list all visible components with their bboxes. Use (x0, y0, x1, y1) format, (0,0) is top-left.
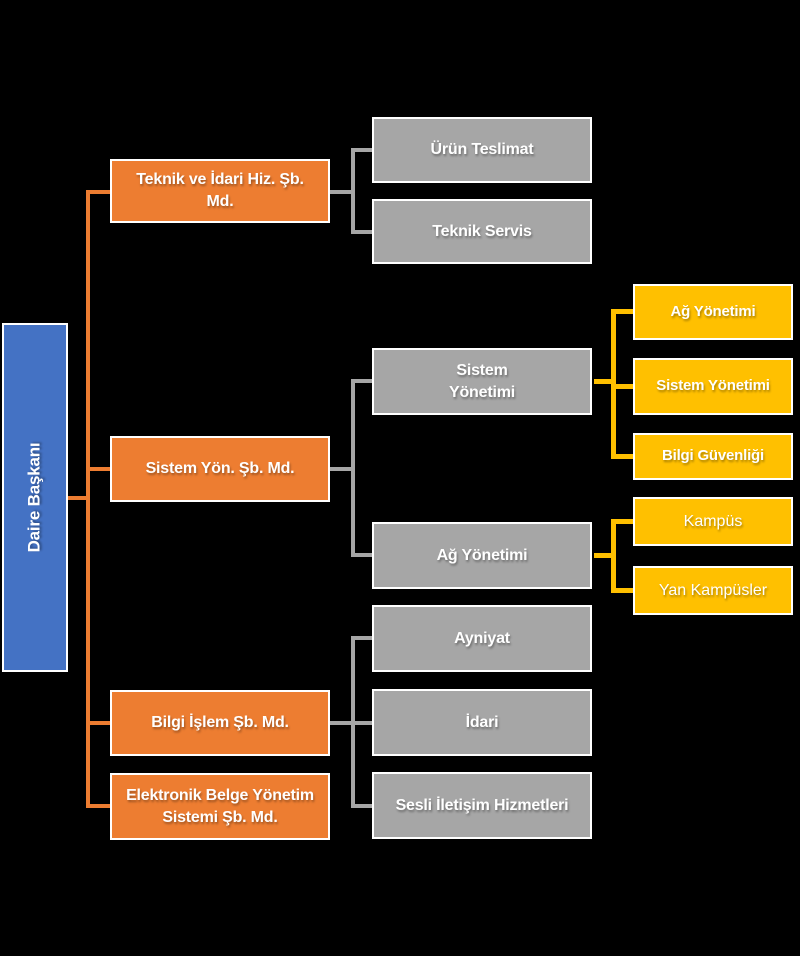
l2-node-teknik-servis: Teknik Servis (372, 199, 592, 264)
connector-branch-sistem (90, 467, 110, 471)
root-node-daire-baskani: Daire Başkanı (2, 323, 68, 672)
l2-node-label: Sesli İletişim Hizmetleri (395, 796, 569, 814)
l1-node-elektronik-belge-yonetim-sistemi-sb-md: Elektronik Belge Yönetim Sistemi Şb. Md. (110, 773, 330, 840)
l2-node-sistem-yonetimi: Sistem Yönetimi (372, 348, 592, 415)
l3-node-label: Sistem Yönetimi (656, 377, 770, 395)
connector-bilgiislem-out (330, 721, 355, 725)
connector-sistemyon-out (330, 467, 355, 471)
l2-node-label: Ürün Teslimat (430, 141, 534, 159)
l2-node-ayniyat: Ayniyat (372, 605, 592, 672)
connector-sistemyonetimi-vertical (611, 309, 616, 459)
l3-node-label: Bilgi Güvenliği (661, 447, 764, 465)
l1-node-label: Sistem Yön. Şb. Md. (145, 460, 295, 478)
l3-node-kampus: Kampüs (633, 497, 793, 546)
connector-agyonetimi-out (594, 553, 616, 558)
l1-node-label: Bilgi İşlem Şb. Md. (151, 714, 289, 732)
connector-to-bilgi-guvenligi (616, 454, 633, 459)
l1-node-label: Elektronik Belge Yönetim Sistemi Şb. Md. (126, 786, 314, 826)
l2-node-urun-teslimat: Ürün Teslimat (372, 117, 592, 183)
connector-bilgiislem-vertical (351, 636, 355, 808)
l2-node-label: Teknik Servis (432, 222, 532, 240)
connector-to-yan-kampusler (616, 588, 633, 593)
connector-teknik-vertical (351, 148, 355, 234)
l3-node-sistem-yonetimi: Sistem Yönetimi (633, 358, 793, 415)
l2-node-ag-yonetimi: Ağ Yönetimi (372, 522, 592, 589)
connector-to-ayniyat (355, 636, 372, 640)
l3-node-bilgi-guvenligi: Bilgi Güvenliği (633, 433, 793, 480)
l3-node-ag-yonetimi: Ağ Yönetimi (633, 284, 793, 340)
connector-teknik-out (330, 190, 355, 194)
connector-sistemyonetimi-out (594, 379, 616, 384)
l3-node-label: Kampüs (683, 512, 743, 530)
l3-node-label: Yan Kampüsler (658, 581, 768, 599)
l1-node-sistem-yon-sb-md: Sistem Yön. Şb. Md. (110, 436, 330, 502)
connector-to-teknik-servis (355, 230, 372, 234)
l2-node-label: İdari (465, 713, 499, 731)
l2-node-sesli-iletisim-hizmetleri: Sesli İletişim Hizmetleri (372, 772, 592, 839)
connector-branch-ebys (90, 804, 110, 808)
connector-to-idari (355, 721, 372, 725)
connector-branch-bilgi (90, 721, 110, 725)
l2-node-idari: İdari (372, 689, 592, 756)
l1-node-label: Teknik ve İdari Hiz. Şb. Md. (136, 171, 304, 210)
connector-to-kampus (616, 519, 633, 524)
l2-node-label: Sistem Yönetimi (449, 361, 515, 401)
connector-orange-trunk (86, 190, 90, 808)
l2-node-label: Ağ Yönetimi (436, 546, 528, 564)
connector-to-sistem-yonetimi (355, 379, 372, 383)
connector-root-feed (68, 496, 88, 500)
l3-node-label: Ağ Yönetimi (670, 302, 756, 320)
connector-branch-teknik (90, 190, 110, 194)
connector-agyonetimi-vertical (611, 519, 616, 593)
l2-node-label: Ayniyat (454, 629, 510, 647)
connector-to-ag-yonetimi (355, 553, 372, 557)
connector-to-urun-teslimat (355, 148, 372, 152)
l1-node-teknik-ve-idari-hiz-sb-md: Teknik ve İdari Hiz. Şb. Md. (110, 159, 330, 223)
connector-to-sesli (355, 804, 372, 808)
connector-sistemyon-vertical (351, 379, 355, 557)
l3-node-yan-kampusler: Yan Kampüsler (633, 566, 793, 615)
connector-to-sistem-yonetimi-sub (616, 384, 633, 389)
root-node-label: Daire Başkanı (24, 442, 44, 553)
l1-node-bilgi-islem-sb-md: Bilgi İşlem Şb. Md. (110, 690, 330, 756)
connector-to-ag-yonetimi-sub (616, 309, 633, 314)
